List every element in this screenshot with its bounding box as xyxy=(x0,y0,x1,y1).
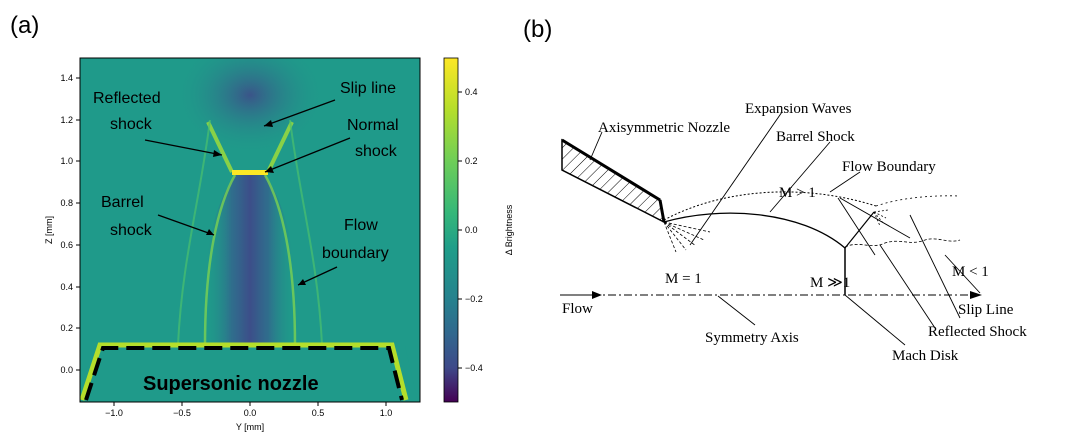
annotation-slip-line: Slip line xyxy=(340,80,396,97)
panel-a-label: (a) xyxy=(10,12,40,39)
colorbar-tick-label: 0.0 xyxy=(465,225,478,235)
annotation-nozzle: Supersonic nozzle xyxy=(143,373,319,395)
x-tick-label: −0.5 xyxy=(173,408,191,418)
y-tick-label: 0.0 xyxy=(60,365,73,375)
x-tick-label: 0.5 xyxy=(312,408,325,418)
label-m-lt-1: M < 1 xyxy=(952,264,989,280)
y-tick-label: 1.2 xyxy=(60,115,73,125)
x-tick-label: 1.0 xyxy=(380,408,393,418)
label-m-gt-1: M > 1 xyxy=(779,185,816,201)
annotation-barrel: shock xyxy=(110,222,153,239)
label-flow: Flow xyxy=(562,301,593,317)
colorbar-tick-label: 0.2 xyxy=(465,156,478,166)
y-tick-label: 1.4 xyxy=(60,73,73,83)
annotation-barrel: Barrel xyxy=(101,194,144,211)
y-axis-label: Z [mm] xyxy=(44,216,54,244)
y-tick-label: 0.4 xyxy=(60,282,73,292)
annotation-reflected: shock xyxy=(110,116,153,133)
colorbar-tick-label: 0.4 xyxy=(465,87,478,97)
x-tick-label: −1.0 xyxy=(105,408,123,418)
nozzle-shape xyxy=(561,138,666,224)
x-axis: −1.0 −0.5 0.0 0.5 1.0 xyxy=(105,402,392,418)
label-flow-boundary: Flow Boundary xyxy=(842,159,936,175)
colorbar xyxy=(443,57,459,403)
label-reflected-shock: Reflected Shock xyxy=(928,324,1027,340)
y-tick-label: 0.2 xyxy=(60,323,73,333)
label-barrel-shock: Barrel Shock xyxy=(776,129,855,145)
colorbar-label: Δ Brightness xyxy=(504,204,514,255)
annotation-normal: Normal xyxy=(347,117,399,134)
leader-lines xyxy=(589,111,981,346)
annotations: Reflected shock Slip line Normal shock B… xyxy=(93,80,399,395)
label-mach-disk: Mach Disk xyxy=(892,348,959,364)
panel-b-label: (b) xyxy=(523,16,553,43)
label-slip-line: Slip Line xyxy=(958,302,1014,318)
label-m-gg-1: M ≫1 xyxy=(810,275,850,291)
annotation-normal: shock xyxy=(355,143,398,160)
colorbar-tick-label: −0.4 xyxy=(465,363,483,373)
label-expansion-waves: Expansion Waves xyxy=(745,101,852,117)
colorbar-tick-label: −0.2 xyxy=(465,294,483,304)
panel-b-figure: Axisymmetric Nozzle Expansion Waves Barr… xyxy=(560,101,1027,364)
panel-a-figure: 0.0 0.2 0.4 0.6 0.8 1.0 1.2 1.4 Z [mm] −… xyxy=(44,57,514,432)
label-symmetry-axis: Symmetry Axis xyxy=(705,330,799,346)
x-tick-label: 0.0 xyxy=(244,408,257,418)
annotation-flow: boundary xyxy=(322,245,389,262)
y-axis: 0.0 0.2 0.4 0.6 0.8 1.0 1.2 1.4 xyxy=(60,73,80,375)
label-axisymmetric-nozzle: Axisymmetric Nozzle xyxy=(598,120,730,136)
y-tick-label: 1.0 xyxy=(60,156,73,166)
x-axis-label: Y [mm] xyxy=(236,422,264,432)
y-tick-label: 0.8 xyxy=(60,198,73,208)
y-tick-label: 0.6 xyxy=(60,240,73,250)
schematic-labels: Axisymmetric Nozzle Expansion Waves Barr… xyxy=(562,101,1027,364)
expansion-fan xyxy=(663,221,711,253)
label-m-eq-1: M = 1 xyxy=(665,271,702,287)
annotation-flow: Flow xyxy=(344,217,378,234)
annotation-reflected: Reflected xyxy=(93,90,161,107)
colorbar-ticks: 0.4 0.2 0.0 −0.2 −0.4 xyxy=(458,87,483,373)
